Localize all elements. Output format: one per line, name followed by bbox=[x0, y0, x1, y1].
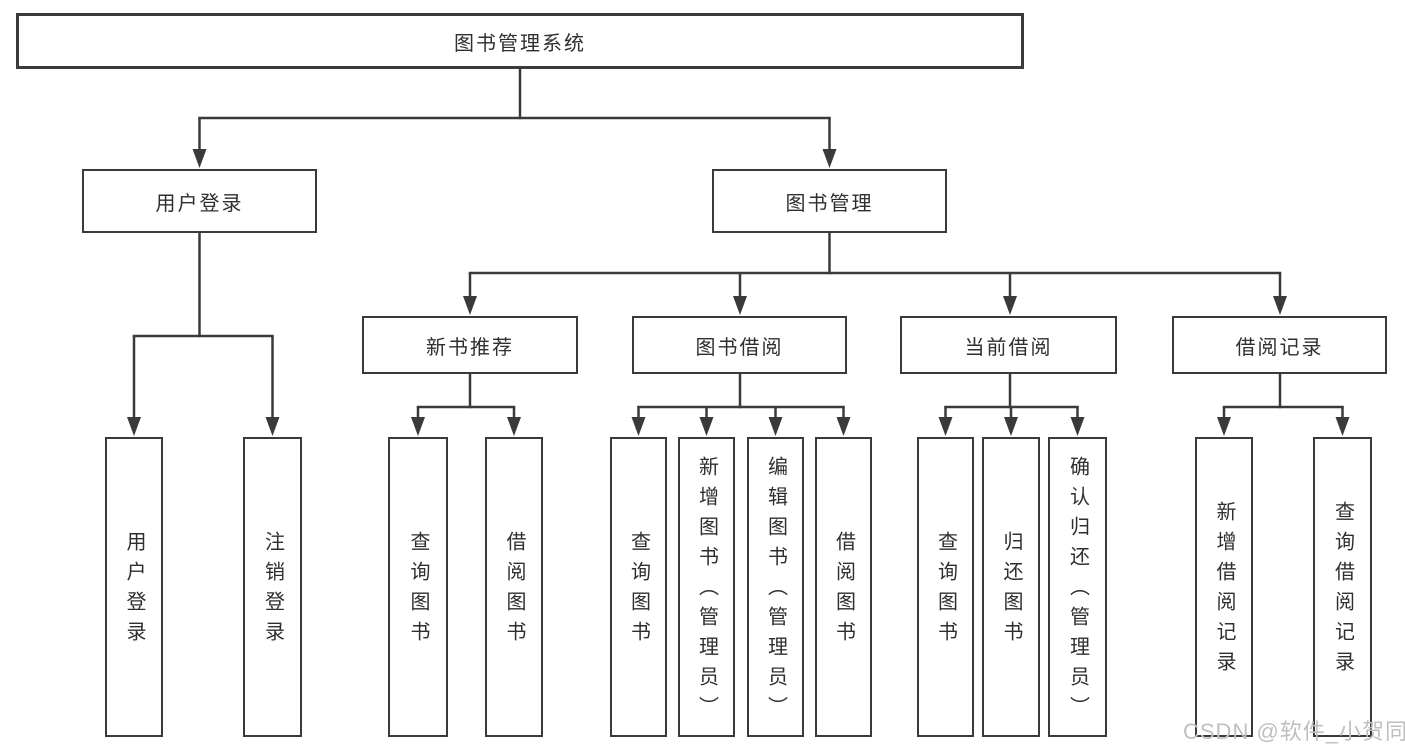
node-borrow-books-leaf: 借阅图书 bbox=[815, 437, 872, 737]
node-library-management-system: 图书管理系统 bbox=[16, 13, 1024, 69]
arrowhead bbox=[1273, 296, 1287, 315]
node-query-borrow-record-leaf: 查询借阅记录 bbox=[1313, 437, 1372, 737]
node-logout-leaf: 注销登录 bbox=[243, 437, 302, 737]
csdn-watermark: CSDN @软件_小贺同学 bbox=[1183, 719, 1405, 744]
arrowhead bbox=[1335, 417, 1350, 436]
arrowhead bbox=[1004, 417, 1018, 436]
node-add-books-admin-leaf: 新增图书（管理员） bbox=[678, 437, 735, 737]
arrowhead bbox=[192, 149, 207, 168]
arrowhead bbox=[265, 417, 280, 436]
node-new-book-recommendation: 新书推荐 bbox=[362, 316, 578, 374]
arrowhead bbox=[127, 417, 141, 436]
node-query-books-leaf: 查询图书 bbox=[610, 437, 667, 737]
arrowhead bbox=[699, 417, 714, 436]
arrowhead bbox=[411, 417, 425, 436]
arrowhead bbox=[822, 149, 837, 168]
arrowhead bbox=[1070, 417, 1085, 436]
arrowhead bbox=[1217, 417, 1231, 436]
arrowhead bbox=[507, 417, 521, 436]
node-book-borrowing: 图书借阅 bbox=[632, 316, 847, 374]
node-query-books-leaf: 查询图书 bbox=[388, 437, 448, 737]
node-user-login: 用户登录 bbox=[82, 169, 317, 233]
node-book-management: 图书管理 bbox=[712, 169, 947, 233]
node-current-borrowing: 当前借阅 bbox=[900, 316, 1117, 374]
node-user-login-leaf: 用户登录 bbox=[105, 437, 163, 737]
node-confirm-return-admin-leaf: 确认归还（管理员） bbox=[1048, 437, 1107, 737]
arrowhead bbox=[836, 417, 851, 436]
node-borrowing-records: 借阅记录 bbox=[1172, 316, 1387, 374]
arrowhead bbox=[463, 296, 477, 315]
node-return-books-leaf: 归还图书 bbox=[982, 437, 1040, 737]
arrowhead bbox=[631, 417, 646, 436]
node-add-borrow-record-leaf: 新增借阅记录 bbox=[1195, 437, 1253, 737]
node-borrow-books-leaf: 借阅图书 bbox=[485, 437, 543, 737]
node-query-books-leaf: 查询图书 bbox=[917, 437, 974, 737]
arrowhead bbox=[1003, 296, 1017, 315]
arrowhead bbox=[938, 417, 953, 436]
arrowhead bbox=[733, 296, 747, 315]
node-edit-books-admin-leaf: 编辑图书（管理员） bbox=[747, 437, 804, 737]
arrowhead bbox=[768, 417, 783, 436]
